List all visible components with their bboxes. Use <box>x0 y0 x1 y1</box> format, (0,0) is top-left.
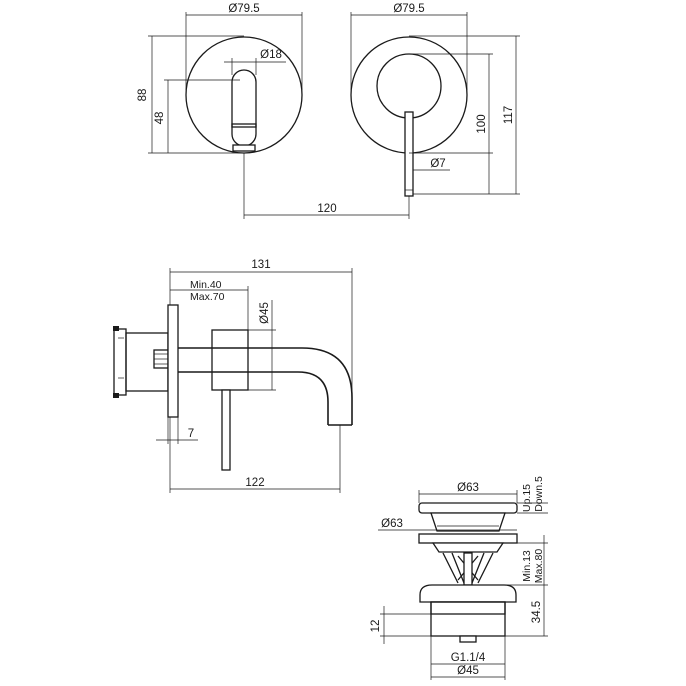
center-dim-120: 120 <box>317 203 336 215</box>
drain-dim-range-max: Max.80 <box>533 549 545 584</box>
drain-dim-height-345: 34.5 <box>531 601 543 623</box>
rear-handle-disc <box>376 53 442 119</box>
rear-dim-lever-diameter: Ø7 <box>430 158 445 170</box>
drain-dim-thread: G1.1/4 <box>451 652 486 664</box>
rear-view: Ø79.5 Ø7 100 117 <box>350 3 520 197</box>
drain-spring-arm-2 <box>477 552 494 584</box>
rear-dim-height-117: 117 <box>503 106 515 124</box>
center-distance: 120 <box>243 153 410 219</box>
drain-spring-arm-3 <box>451 552 465 584</box>
side-dim-length-131: 131 <box>251 259 270 271</box>
front-handle-body <box>231 69 257 147</box>
side-dim-reach-122: 122 <box>245 477 264 489</box>
front-dim-handle-diameter: Ø18 <box>260 49 282 61</box>
drain-flange-neck <box>431 542 505 553</box>
drain-view: Ø63 Ø63 Up.15 Down.5 Min.13 Max.80 34.5 … <box>370 476 548 680</box>
side-cover-plate <box>167 304 179 418</box>
drain-dim-flange-diameter: Ø63 <box>381 518 403 530</box>
front-dim-height-48: 48 <box>154 112 166 125</box>
side-spout-bottom-edge <box>178 371 329 425</box>
side-dim-wall-max: Max.70 <box>190 291 225 303</box>
side-dim-wall-min: Min.40 <box>190 279 222 291</box>
side-wall-box-tab-bottom <box>113 393 119 398</box>
drain-body-collar <box>430 601 506 615</box>
rear-dim-height-100: 100 <box>476 114 488 133</box>
front-handle-ring <box>231 123 257 128</box>
side-wall-box-tab-top <box>113 326 119 331</box>
side-lever <box>221 389 231 471</box>
drain-spring-arm-4 <box>471 552 485 584</box>
drain-bottom-stub <box>459 635 477 643</box>
drain-body <box>430 601 506 637</box>
drain-body-top <box>419 584 517 603</box>
side-dim-plate-7: 7 <box>188 428 194 440</box>
front-dim-plate-diameter: Ø79.5 <box>228 3 259 15</box>
side-dim-spout-diameter: Ø45 <box>259 302 271 324</box>
drain-flange <box>418 533 518 544</box>
drain-cap <box>418 502 518 514</box>
side-view: 131 Min.40 Max.70 Ø45 7 122 <box>113 259 353 493</box>
side-wall-box <box>113 328 127 396</box>
drain-center-rod <box>463 552 473 586</box>
side-handle-block <box>211 329 249 391</box>
rear-dim-plate-diameter: Ø79.5 <box>393 3 424 15</box>
drain-dim-range-min: Min.13 <box>521 550 533 582</box>
front-view: Ø79.5 Ø18 88 48 <box>137 3 303 154</box>
front-handle-cap <box>232 144 256 152</box>
drain-dim-stroke-up: Up.15 <box>521 484 533 512</box>
rear-lever-stem <box>404 111 414 197</box>
drain-cap-skirt <box>430 512 506 532</box>
drain-dim-stroke-down: Down.5 <box>533 476 545 512</box>
front-dim-height-88: 88 <box>137 89 149 102</box>
drain-dim-height-12: 12 <box>370 620 382 633</box>
drain-spring-arm-1 <box>442 552 459 584</box>
drain-dim-bottom-diameter: Ø45 <box>457 665 479 677</box>
drain-dim-cap-diameter: Ø63 <box>457 482 479 494</box>
